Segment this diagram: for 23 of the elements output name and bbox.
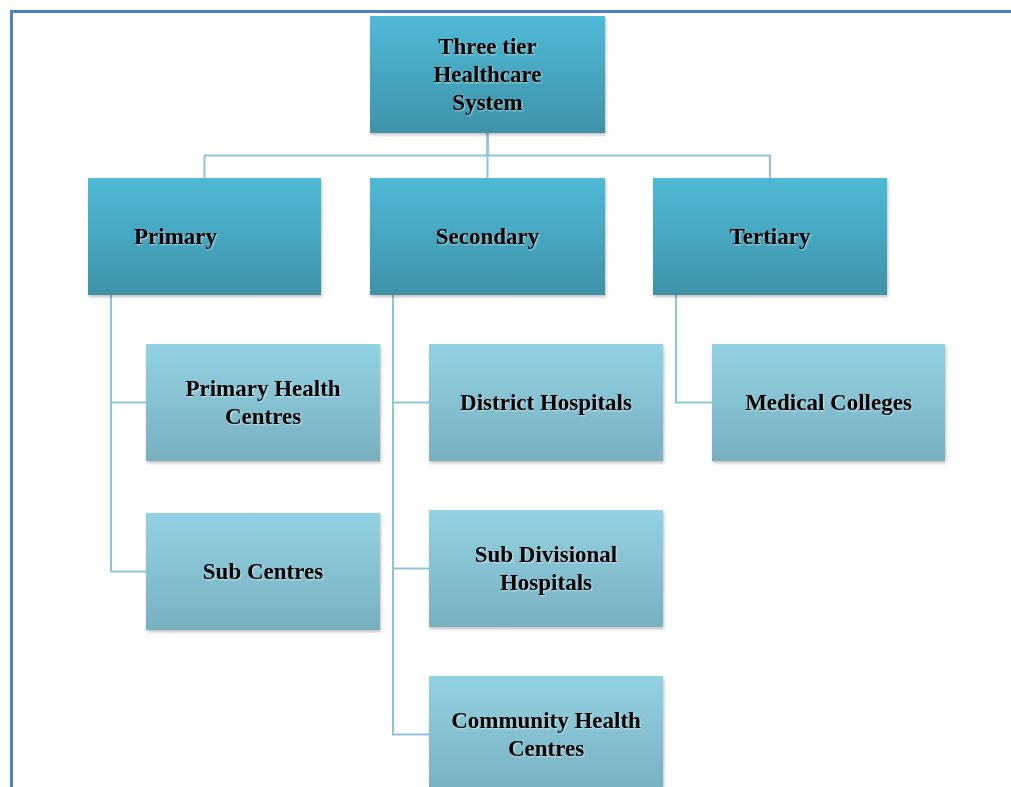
org-box [429,510,663,627]
org-box [429,676,663,787]
connector-line [110,294,147,573]
org-box [653,178,887,295]
org-box [370,16,605,133]
connector-line [675,294,713,404]
org-box [146,513,380,630]
box-label: Sub Divisional Hospitals [473,540,619,597]
box-label: Primary Health Centres [184,374,342,431]
org-box [370,178,605,295]
org-box [712,344,945,461]
box-label: District Hospitals [460,388,632,417]
connector-line [486,132,771,179]
box-label: Three tier Healthcare System [432,32,543,117]
box-label: Secondary [435,222,540,251]
box-label: Sub Centres [202,557,324,586]
org-box [146,344,380,461]
box-label: Primary [134,222,217,251]
box-label: Community Health Centres [450,706,642,763]
org-box [429,344,663,461]
box-label: Tertiary [729,222,811,251]
org-box [88,178,321,295]
box-label: Medical Colleges [745,388,912,417]
